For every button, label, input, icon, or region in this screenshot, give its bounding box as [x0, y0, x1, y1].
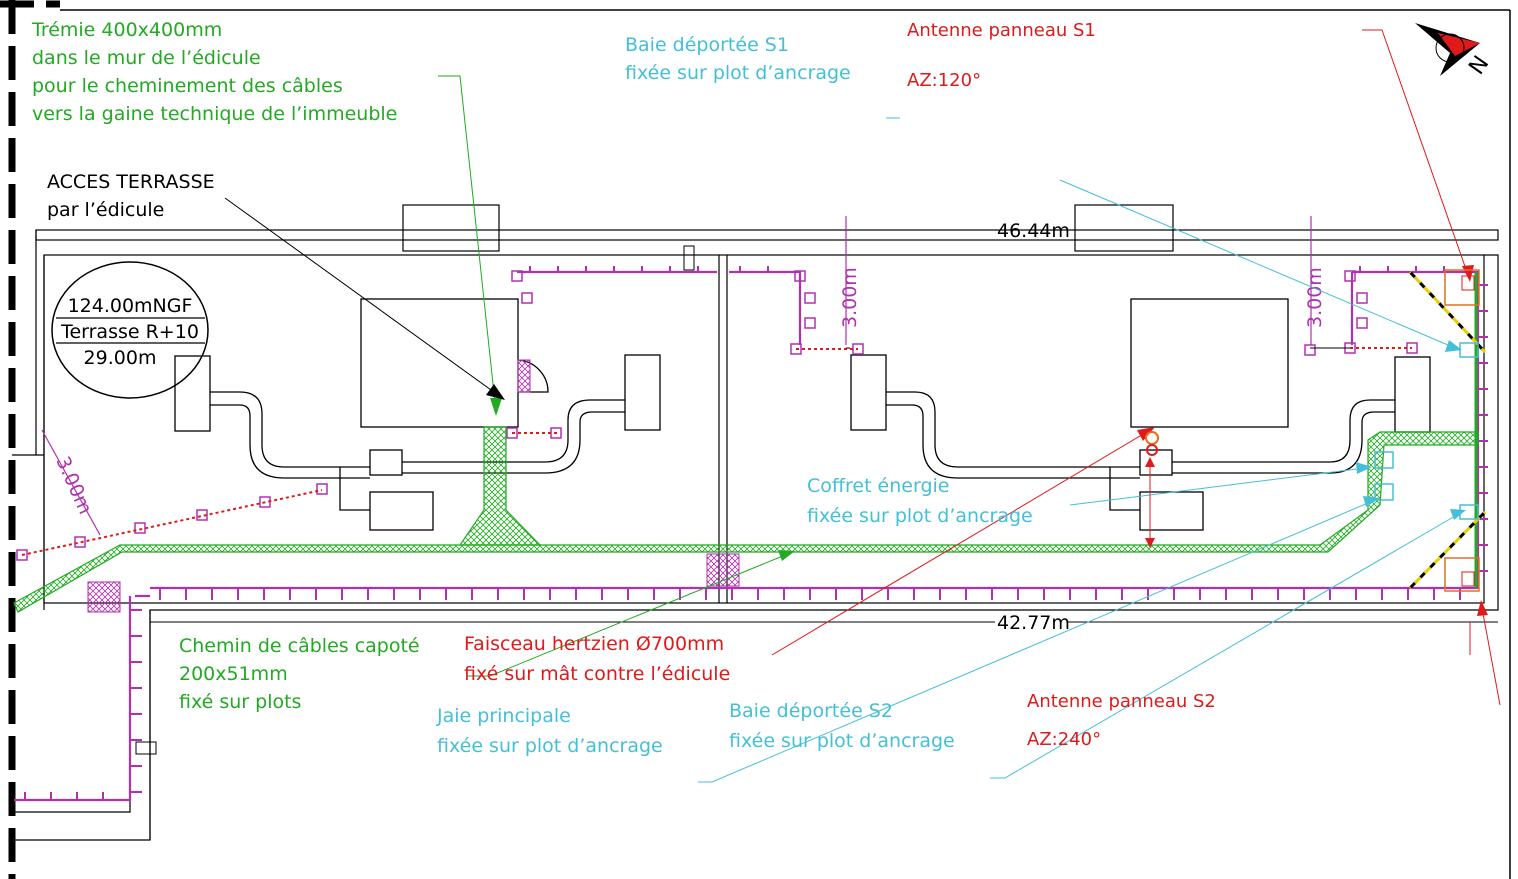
- dim-setback-left: 3.00m: [51, 453, 96, 518]
- coffret-line-2: fixée sur plot d’ancrage: [807, 505, 1033, 527]
- chemin-line-1: Chemin de câbles capoté: [179, 635, 420, 657]
- faisceau-line-1: Faisceau hertzien Ø700mm: [464, 633, 725, 655]
- cable-links-red: [21, 347, 1412, 556]
- anchor-plot: [1356, 317, 1368, 329]
- anchor-plot: [804, 292, 816, 304]
- label-tremie: Trémie 400x400mm dans le mur de l’édicul…: [32, 16, 397, 128]
- baie-principale-line-2: fixée sur plot d’ancrage: [437, 735, 663, 757]
- anchor-plot: [1344, 270, 1356, 282]
- elevation-level: Terrasse R+10: [60, 321, 199, 343]
- label-faisceau: Faisceau hertzien Ø700mm fixé sur mât co…: [464, 630, 730, 688]
- anchor-plot: [74, 536, 86, 548]
- electrical-panels: [135, 245, 695, 755]
- baie-s2-line-1: Baie déportée S2: [729, 700, 893, 722]
- floor-trapdoors: [87, 359, 740, 613]
- cable-tray-ticks: /* drawn by layout script below */: [16, 266, 1488, 800]
- anchor-plot: [1304, 344, 1316, 356]
- antenna-s2: [1408, 510, 1487, 592]
- equipment-blocks: [174, 298, 1431, 531]
- label-baie-s1: Baie déportée S1 fixée sur plot d’ancrag…: [625, 31, 851, 87]
- acces-line-2: par l’édicule: [47, 199, 165, 221]
- anchor-plot: [521, 292, 533, 304]
- dim-setback-right: 3.00m: [1304, 267, 1326, 328]
- cable-route-green: [13, 272, 1479, 613]
- dim-setback-mid: 3.00m: [839, 267, 861, 328]
- remote-bays: [1374, 342, 1479, 520]
- compass-letter: N: [1464, 52, 1494, 80]
- baie-s1-line-2: fixée sur plot d’ancrage: [625, 62, 851, 84]
- anchor-plot: [16, 549, 28, 561]
- elevation-height: 29.00m: [84, 347, 157, 369]
- dim-bottom-length: 42.77m: [997, 612, 1070, 634]
- anchor-plot: [506, 427, 518, 439]
- tremie-line-1: Trémie 400x400mm: [32, 19, 223, 41]
- anchor-plot: [511, 270, 523, 282]
- elevation-marker: 124.00mNGF Terrasse R+10 29.00m: [51, 261, 209, 399]
- coffret-line-1: Coffret énergie: [807, 475, 950, 497]
- label-antenne-s1: Antenne panneau S1 AZ:120°: [907, 17, 1096, 95]
- north-compass-icon: N: [1415, 23, 1494, 79]
- anchor-plot: [134, 522, 146, 534]
- microwave-dish: [1145, 431, 1159, 456]
- anchor-plot: [1356, 292, 1368, 304]
- dimension-lines: [36, 229, 1498, 623]
- antenne-s1-title: Antenne panneau S1: [907, 20, 1096, 41]
- anchor-plot: [794, 270, 806, 282]
- setback-dims: [41, 216, 1312, 536]
- antenne-s2-title: Antenne panneau S2: [1027, 691, 1216, 712]
- label-chemin: Chemin de câbles capoté 200x51mm fixé su…: [179, 632, 420, 716]
- antenna-s1: [1408, 269, 1487, 354]
- baie-principale-line-1: Jaie principale: [437, 705, 571, 727]
- tremie-line-4: vers la gaine technique de l’immeuble: [32, 103, 398, 125]
- anchor-plot: [804, 317, 816, 329]
- label-baie-s2: Baie déportée S2 fixée sur plot d’ancrag…: [729, 697, 955, 755]
- label-acces: ACCES TERRASSE par l’édicule: [47, 168, 215, 224]
- label-baie-principale: Jaie principale fixée sur plot d’ancrage: [437, 702, 663, 760]
- leader-lines: [224, 29, 1501, 783]
- anchor-plot: [196, 509, 208, 521]
- antenne-s2-az: AZ:240°: [1027, 729, 1102, 750]
- acces-line-1: ACCES TERRASSE: [47, 171, 215, 193]
- anchor-plot: [790, 343, 802, 355]
- tremie-line-3: pour le cheminement des câbles: [32, 75, 343, 97]
- dim-top-length: 46.44m: [997, 220, 1070, 242]
- chemin-line-3: fixé sur plots: [179, 691, 302, 713]
- faisceau-line-2: fixé sur mât contre l’édicule: [464, 663, 731, 685]
- anchor-plot: [316, 483, 328, 495]
- baie-s2-line-2: fixée sur plot d’ancrage: [729, 730, 955, 752]
- elevation-ngf: 124.00mNGF: [68, 295, 193, 317]
- tremie-line-2: dans le mur de l’édicule: [32, 47, 261, 69]
- label-antenne-s2: Antenne panneau S2 AZ:240°: [1027, 688, 1216, 754]
- antenne-s1-az: AZ:120°: [907, 70, 982, 91]
- label-coffret: Coffret énergie fixée sur plot d’ancrage: [807, 472, 1033, 530]
- baie-s1-line-1: Baie déportée S1: [625, 34, 789, 56]
- chemin-line-2: 200x51mm: [179, 663, 288, 685]
